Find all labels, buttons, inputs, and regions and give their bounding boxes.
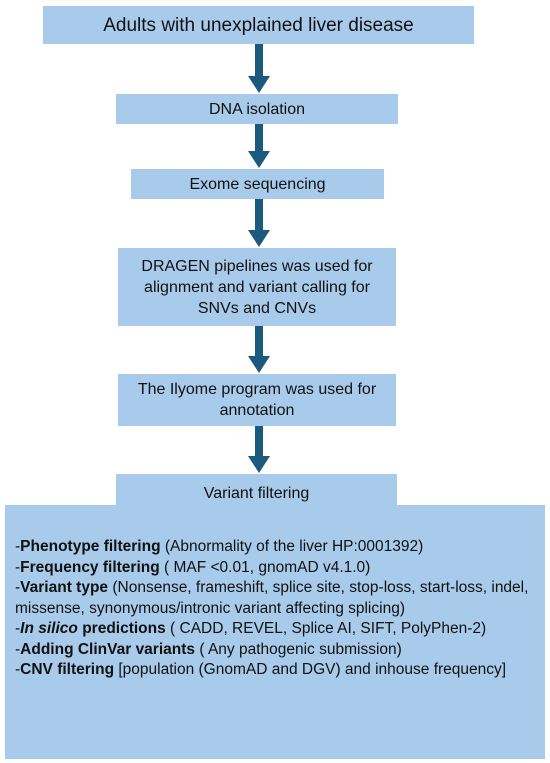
filter-detail: ( Any pathogenic submission) (195, 640, 402, 658)
arrow-2 (248, 124, 270, 168)
arrow-3 (248, 199, 270, 247)
step4-label: DRAGEN pipelines was used for alignment … (141, 257, 373, 317)
filter-label: Variant type (20, 579, 109, 596)
filter-label: CNV filtering (20, 661, 115, 678)
filter-label: Adding ClinVar variants (20, 640, 196, 658)
step-dna-isolation: DNA isolation (116, 94, 398, 124)
step3-label: Exome sequencing (189, 175, 326, 193)
filter-clinvar: -Adding ClinVar variants ( Any pathogeni… (15, 640, 531, 661)
filter-variant-type: -Variant type (Nonsense, frameshift, spl… (15, 578, 531, 619)
filter-detail: ( MAF <0.01, gnomAD v4.1.0) (159, 558, 371, 576)
filter-dash: - (15, 538, 21, 555)
step-dragen-pipeline: DRAGEN pipelines was used for alignment … (118, 248, 396, 326)
arrow-4 (248, 326, 270, 373)
step6-label: Variant filtering (203, 484, 310, 502)
filter-dash: - (15, 661, 21, 678)
filter-detail: (Abnormality of the liver HP:0001392) (160, 538, 424, 555)
step-ilyome-annotation: The Ilyome program was used for annotati… (118, 374, 396, 426)
filter-label: predictions (77, 620, 166, 637)
variant-filtering-criteria: -Phenotype filtering (Abnormality of the… (5, 505, 545, 759)
filter-label-italic: In silico (20, 620, 78, 637)
filter-label: Phenotype filtering (20, 538, 161, 555)
step1-label: Adults with unexplained liver disease (103, 14, 414, 36)
filter-cnv: -CNV filtering [population (GnomAD and D… (15, 660, 531, 681)
filter-phenotype: -Phenotype filtering (Abnormality of the… (15, 537, 531, 558)
filter-label: Frequency filtering (20, 558, 160, 576)
filter-dash: - (15, 620, 21, 637)
filter-detail: (Nonsense, frameshift, splice site, stop… (15, 579, 529, 617)
step-variant-filtering: Variant filtering (116, 474, 397, 512)
filter-dash: - (15, 558, 21, 576)
step-exome-sequencing: Exome sequencing (131, 169, 384, 199)
filter-detail: ( CADD, REVEL, Splice AI, SIFT, PolyPhen… (165, 620, 487, 637)
filter-detail: [population (GnomAD and DGV) and inhouse… (114, 661, 507, 678)
filter-in-silico: -In silico predictions ( CADD, REVEL, Sp… (15, 619, 531, 640)
step-adults-liver-disease: Adults with unexplained liver disease (43, 6, 474, 44)
step2-label: DNA isolation (208, 100, 306, 118)
filter-dash: - (15, 640, 21, 658)
arrow-5 (248, 426, 270, 473)
step5-label: The Ilyome program was used for annotati… (137, 381, 377, 419)
arrow-1 (248, 44, 270, 93)
filter-dash: - (15, 579, 21, 596)
filter-frequency: -Frequency filtering ( MAF <0.01, gnomAD… (15, 558, 531, 579)
